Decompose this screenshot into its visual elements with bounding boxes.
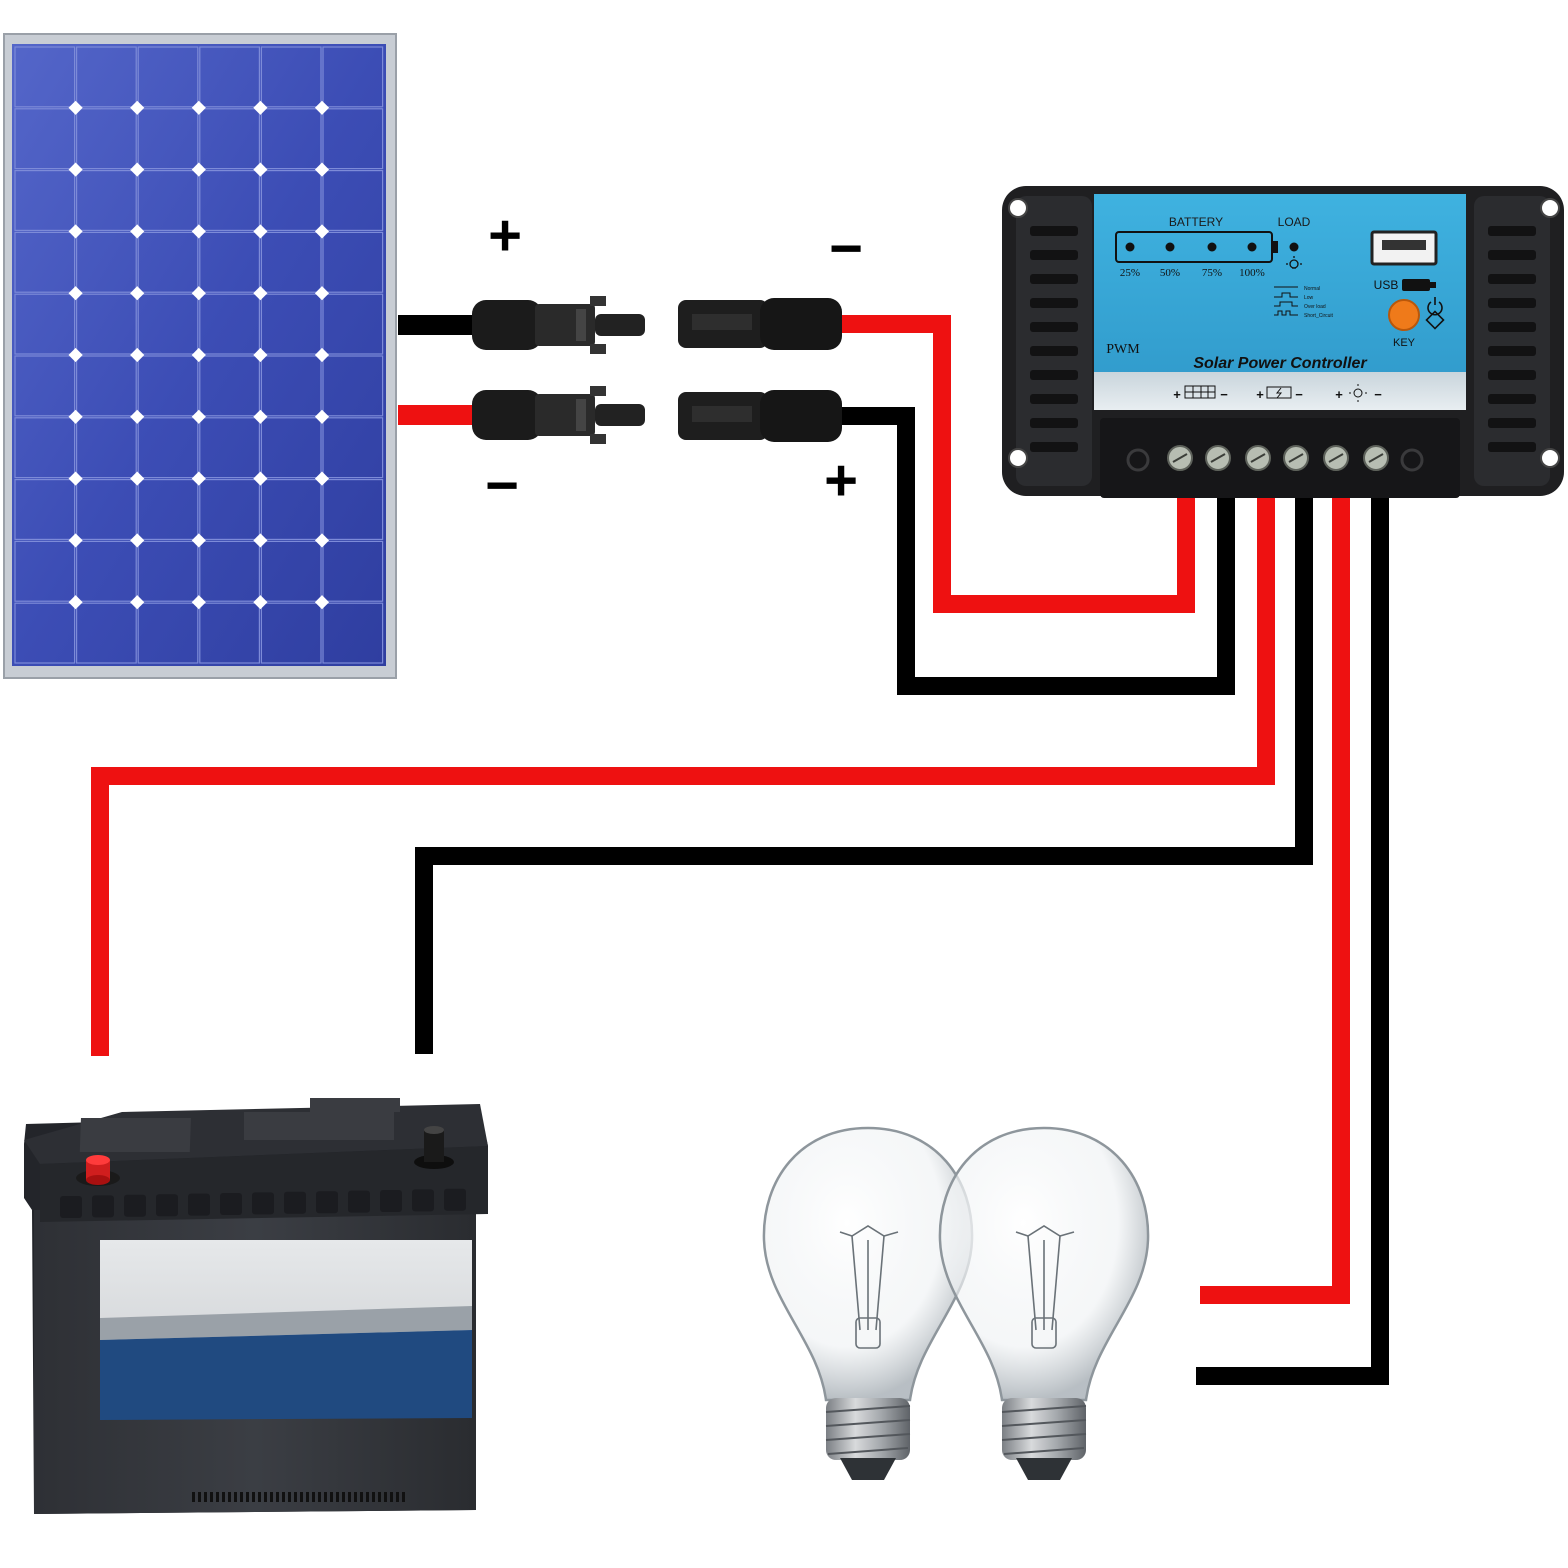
- battery-positive-terminal: [76, 1155, 120, 1186]
- controller-lead-negative-sign: −: [829, 216, 863, 281]
- solar-panel-icon: [3, 33, 397, 679]
- controller-title: Solar Power Controller: [1193, 355, 1367, 372]
- mc4-connector-female-top: [678, 298, 842, 350]
- pv-positive-wire: [842, 315, 1195, 613]
- battery-icon-large: [24, 1098, 488, 1514]
- pv-negative-wire: [842, 407, 1235, 695]
- load-minus-sign: −: [1374, 387, 1382, 402]
- mc4-connector-male-top: [472, 296, 645, 354]
- charge-controller: BATTERY LOAD 25% 50% 75% 100% Normal Low: [1002, 186, 1564, 498]
- solar-cell-grid: [14, 46, 384, 664]
- load-positive-wire: [1200, 495, 1350, 1304]
- level-100: 100%: [1239, 267, 1265, 279]
- load-plus-sign: +: [1335, 387, 1343, 402]
- pwm-label: PWM: [1106, 342, 1140, 357]
- usb-label: USB: [1374, 278, 1399, 292]
- load-bulb-icon: [1286, 256, 1302, 269]
- controller-grip-left: [1030, 226, 1078, 452]
- battery-label: BATTERY: [1169, 215, 1223, 229]
- mc4-connector-male-bottom: [472, 386, 645, 444]
- battery-positive-wire: [91, 495, 1275, 1056]
- led-100: [1247, 242, 1257, 252]
- batt-minus-sign: −: [1295, 387, 1303, 402]
- legend-normal: Normal: [1304, 286, 1320, 292]
- sun-icon: [1349, 384, 1367, 402]
- terminal-block: [1126, 445, 1424, 472]
- legend-low: Low: [1304, 295, 1314, 301]
- level-50: 50%: [1160, 267, 1180, 279]
- battery-vents: [192, 1492, 405, 1502]
- bulb-icon-left: [762, 1126, 974, 1480]
- led-load: [1289, 242, 1299, 252]
- battery-lid-ridges: [60, 1188, 466, 1218]
- panel-negative-sign: −: [485, 453, 519, 518]
- mc4-connector-female-bottom: [678, 390, 842, 442]
- panel-positive-sign: +: [488, 203, 522, 268]
- level-75: 75%: [1202, 267, 1222, 279]
- battery-negative-terminal: [414, 1126, 454, 1169]
- wire-runs: [91, 315, 1389, 1385]
- pv-plus-sign: +: [1173, 387, 1181, 402]
- controller-lead-positive-sign: +: [824, 448, 858, 513]
- usb-icon: [1402, 279, 1436, 291]
- controller-grip-right: [1488, 226, 1536, 452]
- panel-leads: [398, 315, 478, 425]
- load-label: LOAD: [1278, 215, 1311, 229]
- status-legend: [1274, 286, 1298, 316]
- level-25: 25%: [1120, 267, 1140, 279]
- led-50: [1165, 242, 1175, 252]
- led-25: [1125, 242, 1135, 252]
- load-negative-wire: [1196, 495, 1389, 1385]
- batt-plus-sign: +: [1256, 387, 1264, 402]
- led-75: [1207, 242, 1217, 252]
- battery-negative-wire: [415, 495, 1313, 1054]
- power-icon: [1425, 297, 1445, 330]
- pv-minus-sign: −: [1220, 387, 1228, 402]
- legend-overload: Over load: [1304, 304, 1326, 310]
- key-label: KEY: [1393, 337, 1416, 349]
- solar-panel-mini-icon: [1184, 385, 1216, 399]
- battery-mini-icon: [1266, 386, 1292, 399]
- key-button[interactable]: [1388, 299, 1420, 331]
- legend-short: Short_Circuit: [1304, 313, 1334, 319]
- bulb-icon-right: [938, 1126, 1150, 1480]
